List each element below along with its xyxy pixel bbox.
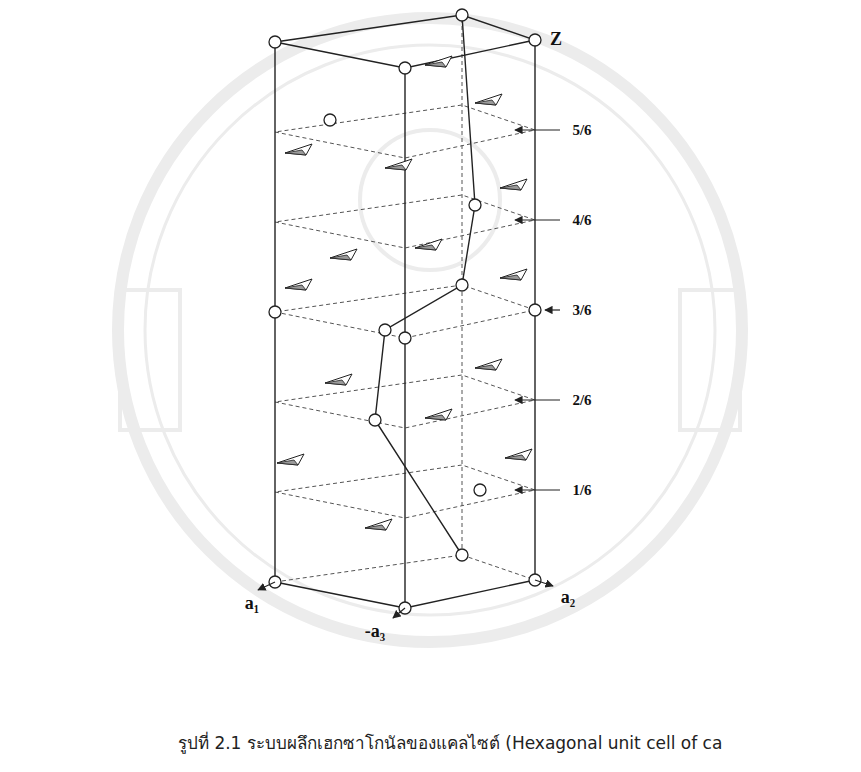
- leader-arrows: [258, 130, 560, 618]
- level-label: 1/6: [572, 482, 591, 499]
- axis-label: a₂: [561, 588, 575, 608]
- level-label: 2/6: [572, 392, 591, 409]
- level-label: 5/6: [572, 122, 591, 139]
- level-label: 4/6: [572, 212, 591, 229]
- level-label: 3/6: [572, 302, 591, 319]
- prism-edges: [275, 15, 535, 608]
- axis-label: -a₃: [365, 622, 385, 642]
- calcium-atoms: [269, 9, 541, 614]
- watermark-emblem: [118, 18, 742, 642]
- axis-label: a₁: [245, 594, 259, 614]
- chain-line: [375, 15, 475, 555]
- figure-caption: รูปที่ 2.1 ระบบผลึกเฮกซาโกนัลของแคลไซต์ …: [178, 733, 722, 753]
- carbonate-groups: [277, 56, 532, 530]
- axis-label: Z: [550, 30, 562, 50]
